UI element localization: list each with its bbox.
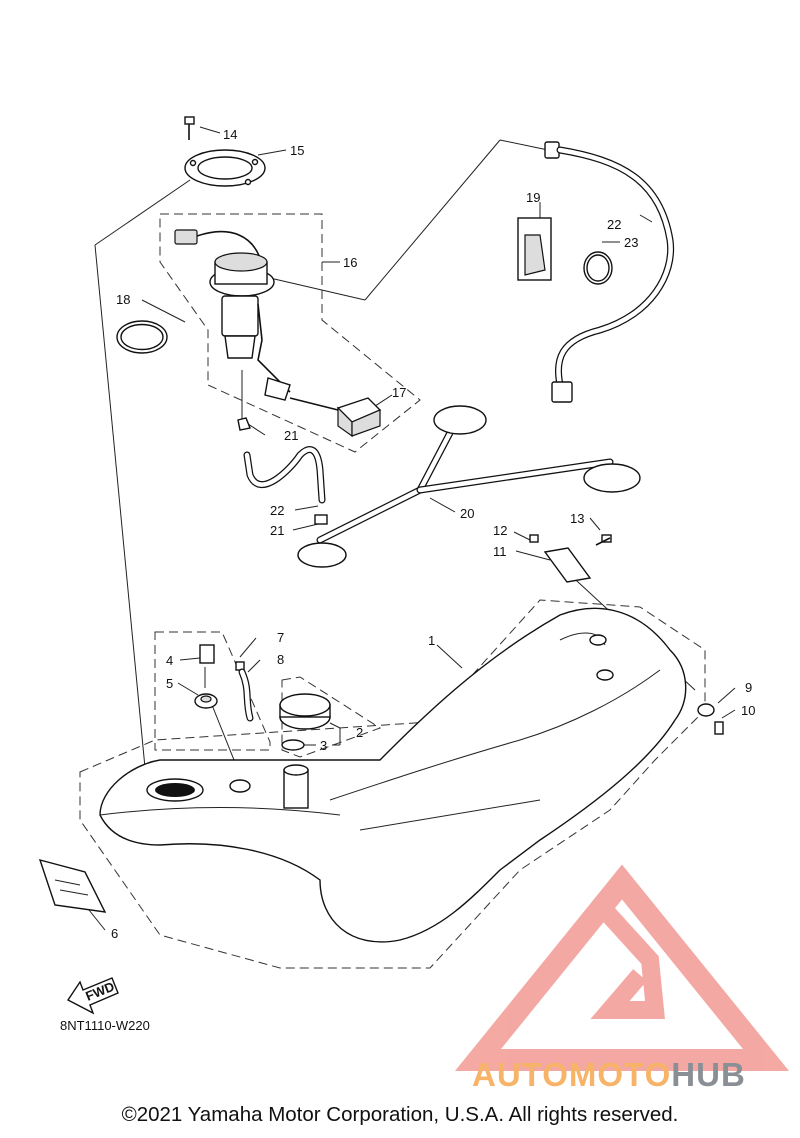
callout-24: 23 — [624, 235, 638, 250]
callout-15: 15 — [290, 143, 304, 158]
fwd-arrow-icon: FWD — [66, 977, 119, 1015]
gasket-3 — [281, 739, 305, 751]
bracket-11 — [529, 534, 612, 583]
callout-11: 11 — [493, 544, 507, 559]
callout-19: 19 — [526, 190, 540, 205]
callout-22: 22 — [270, 503, 284, 518]
copyright-text: ©2021 Yamaha Motor Corporation, U.S.A. A… — [121, 1103, 679, 1126]
callout-4: 4 — [166, 653, 173, 668]
bolt-10 — [714, 721, 724, 735]
fuel-hose-22 — [237, 417, 328, 525]
watermark-logo — [454, 864, 790, 1071]
clamp-24 — [583, 251, 613, 285]
callout-7: 7 — [277, 630, 284, 645]
leader-lines — [84, 126, 736, 931]
fuel-tank-1 — [99, 607, 687, 943]
callout-8: 8 — [277, 652, 284, 667]
callout-1: 1 — [428, 633, 435, 648]
hose-23 — [544, 141, 675, 403]
callout-14: 14 — [223, 127, 237, 142]
callout-21-upper: 21 — [284, 428, 298, 443]
callout-13: 13 — [570, 511, 584, 526]
watermark-brand-part2: HUB — [671, 1056, 746, 1093]
watermark-brand-part1: AUTOMOTO — [472, 1056, 672, 1093]
callout-9: 9 — [745, 680, 752, 695]
clip-19 — [517, 217, 552, 281]
fuel-pump-16 — [174, 229, 339, 411]
fuel-cap-2 — [279, 693, 331, 730]
callout-23: 22 — [607, 217, 621, 232]
diagram-code: 8NT1110-W220 — [60, 1018, 150, 1033]
callout-21-lower: 21 — [270, 523, 284, 538]
retainer-plate-15 — [184, 149, 266, 187]
callout-18: 18 — [116, 292, 130, 307]
label-6 — [38, 858, 107, 913]
cock-4 — [199, 644, 215, 664]
o-ring-18 — [116, 320, 168, 354]
callout-12: 12 — [493, 523, 507, 538]
callout-17: 17 — [392, 385, 406, 400]
bolt-14 — [184, 116, 195, 140]
grommet-5 — [194, 693, 218, 709]
callout-6: 6 — [111, 926, 118, 941]
breather-hose-20 — [297, 405, 641, 568]
callout-3: 3 — [320, 738, 327, 753]
sender-unit-17 — [336, 397, 382, 438]
watermark-brand: AUTOMOTOHUB — [472, 1056, 746, 1094]
callout-2: 2 — [356, 725, 363, 740]
callout-10: 10 — [741, 703, 755, 718]
damper-9 — [697, 703, 715, 717]
callout-16: 16 — [343, 255, 357, 270]
callout-5: 5 — [166, 676, 173, 691]
hose-8 — [238, 668, 254, 722]
callout-numbers: 14 15 16 18 17 21 22 21 20 19 22 23 12 1… — [111, 127, 755, 941]
callout-20: 20 — [460, 506, 474, 521]
